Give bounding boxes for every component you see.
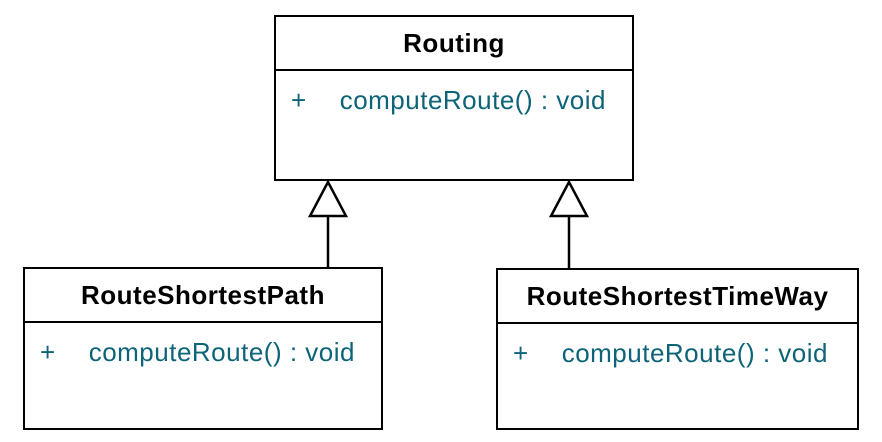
class-routing: Routing + computeRoute() : void	[274, 15, 634, 181]
method-row: + computeRoute() : void	[513, 338, 849, 369]
methods-compartment: + computeRoute() : void	[25, 323, 381, 368]
class-name: RouteShortestPath	[25, 269, 381, 323]
method-signature: computeRoute() : void	[339, 85, 606, 115]
generalization-arrow-left	[307, 179, 349, 268]
method-row: + computeRoute() : void	[40, 337, 373, 368]
class-route-shortest-path: RouteShortestPath + computeRoute() : voi…	[23, 267, 383, 430]
hollow-triangle-icon	[548, 179, 590, 218]
class-name: Routing	[276, 17, 632, 71]
method-signature: computeRoute() : void	[88, 337, 355, 367]
class-name: RouteShortestTimeWay	[498, 270, 857, 324]
method-visibility: +	[291, 85, 307, 115]
method-visibility: +	[40, 337, 56, 367]
method-signature: computeRoute() : void	[561, 338, 828, 368]
methods-compartment: + computeRoute() : void	[498, 324, 857, 369]
class-route-shortest-time-way: RouteShortestTimeWay + computeRoute() : …	[496, 268, 859, 430]
method-row: + computeRoute() : void	[291, 85, 624, 116]
generalization-arrow-right	[548, 179, 590, 269]
methods-compartment: + computeRoute() : void	[276, 71, 632, 116]
method-visibility: +	[513, 338, 529, 368]
hollow-triangle-icon	[307, 179, 349, 218]
